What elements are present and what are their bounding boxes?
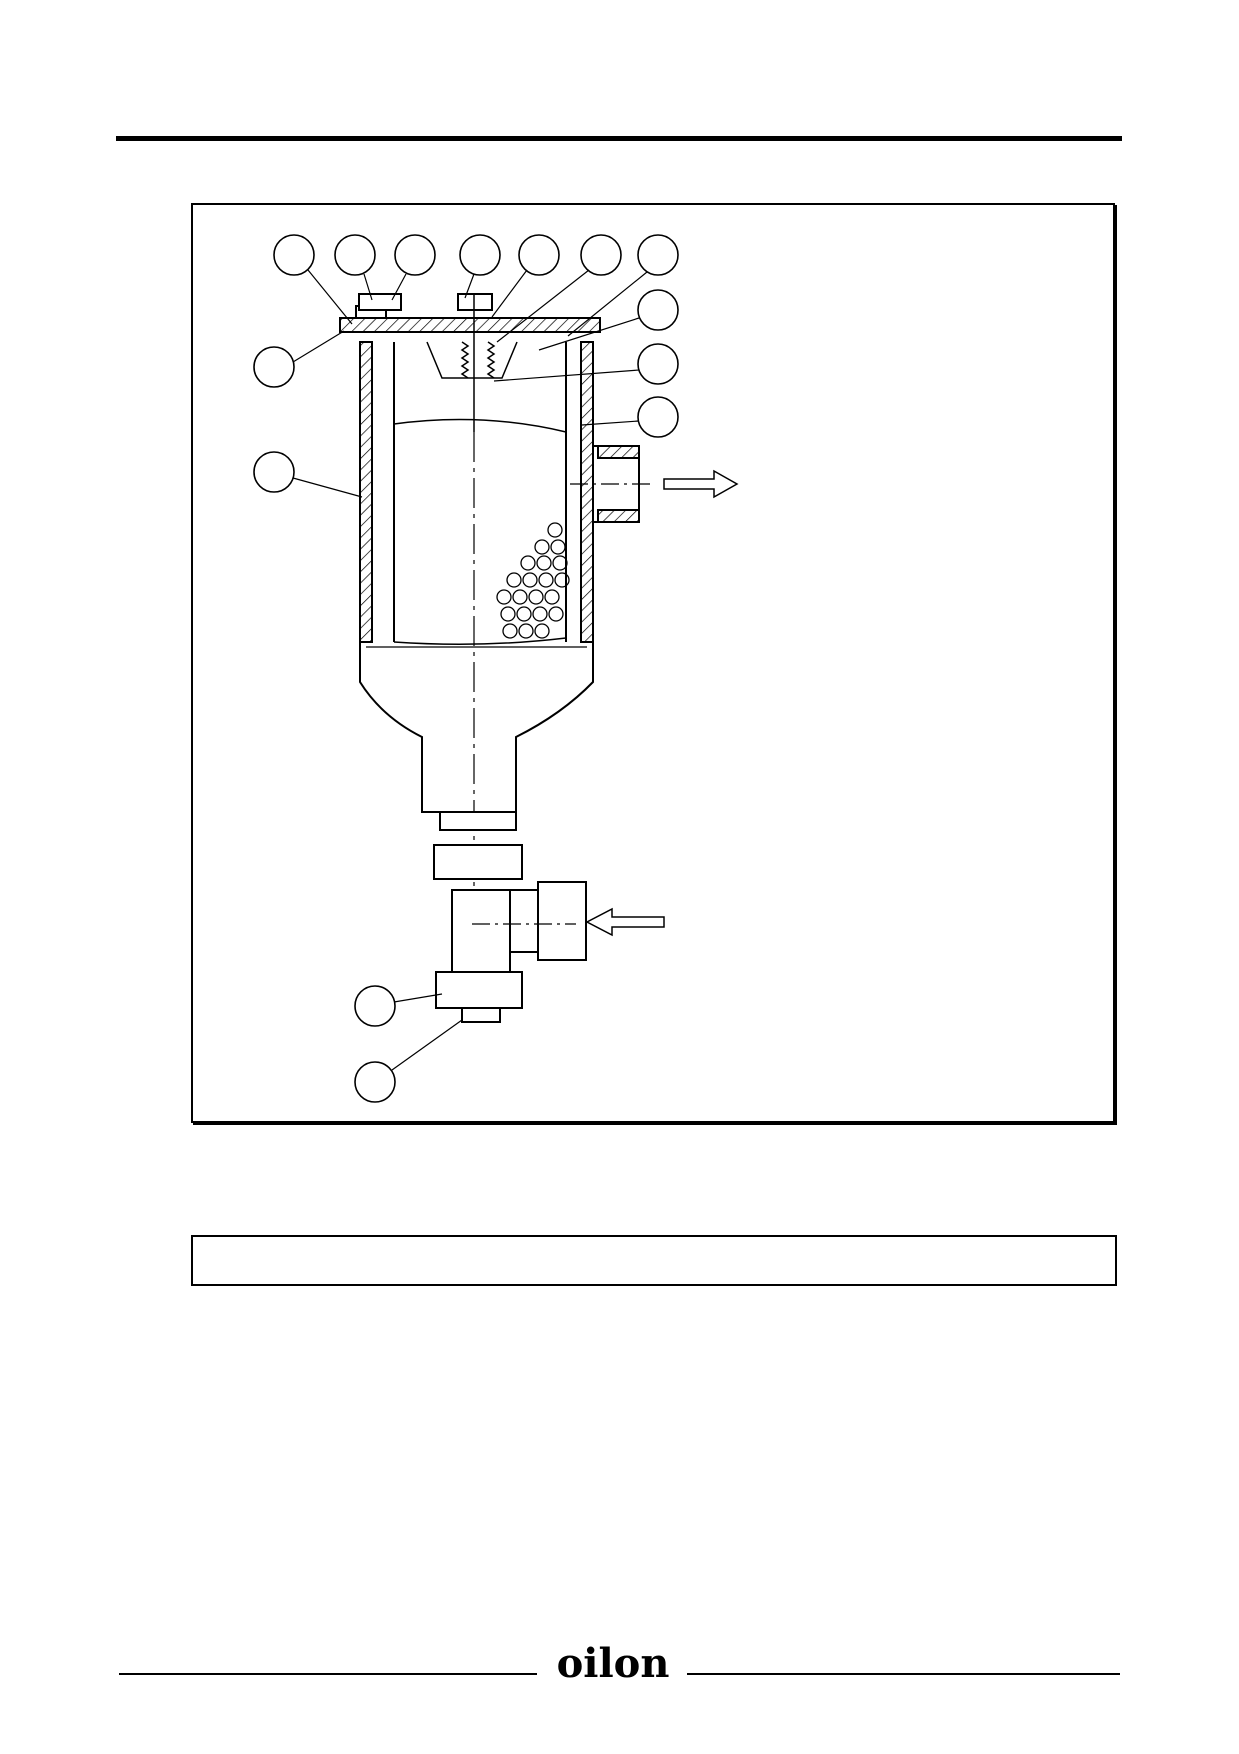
footer-rule-left xyxy=(119,1673,537,1675)
callout-3 xyxy=(394,234,436,276)
caption-box xyxy=(191,1235,1117,1286)
inlet-fitting xyxy=(509,889,539,953)
callout-5 xyxy=(518,234,560,276)
callout-12 xyxy=(253,451,295,493)
drain-plug xyxy=(461,1007,501,1023)
bowl-taper xyxy=(359,642,594,813)
outer-wall-right xyxy=(580,341,594,643)
lid-flange xyxy=(339,317,601,333)
logo-text: oilon xyxy=(557,1640,670,1687)
callout-14 xyxy=(354,1061,396,1103)
filter-cross-section-drawing xyxy=(253,234,739,1103)
callout-11 xyxy=(253,346,295,388)
union-nut xyxy=(439,811,517,831)
drain-nut xyxy=(435,971,523,1009)
callout-6 xyxy=(580,234,622,276)
callout-9 xyxy=(637,343,679,385)
outer-wall-left xyxy=(359,341,373,643)
callout-1 xyxy=(273,234,315,276)
callout-10 xyxy=(637,396,679,438)
footer-rule-right xyxy=(687,1673,1120,1675)
vent-plug xyxy=(358,293,402,311)
callout-4 xyxy=(459,234,501,276)
filter-assembly-figure xyxy=(191,203,1115,1123)
outlet-arrow xyxy=(663,469,739,499)
inlet-arrow xyxy=(585,907,665,937)
header-rule xyxy=(116,136,1122,141)
callout-7 xyxy=(637,234,679,276)
center-nut xyxy=(457,293,493,311)
oilon-logo: oilon xyxy=(542,1640,684,1688)
callout-8 xyxy=(637,289,679,331)
callout-2 xyxy=(334,234,376,276)
callout-13 xyxy=(354,985,396,1027)
